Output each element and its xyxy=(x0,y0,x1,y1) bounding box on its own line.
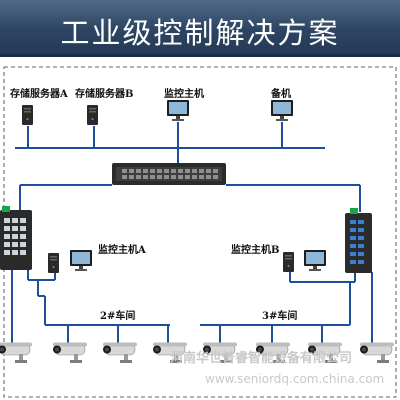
page-title: 工业级控制解决方案 xyxy=(60,16,340,50)
camera-icon xyxy=(52,342,88,364)
title-banner: 工业级控制解决方案 xyxy=(0,0,400,57)
monitor-host-label: 监控主机 xyxy=(164,87,204,100)
dashed-frame xyxy=(3,66,397,398)
storage-server-a-icon xyxy=(22,105,33,125)
watermark-company: 河南华世普睿智能设备有限公司 xyxy=(170,350,352,366)
storage-server-b-label: 存储服务器B xyxy=(75,87,133,100)
storage-server-a-label: 存储服务器A xyxy=(10,87,68,100)
monitor-host-b-label: 监控主机B xyxy=(231,243,279,256)
monitor-host-icon xyxy=(167,100,189,121)
left-industrial-switch-icon xyxy=(0,206,32,270)
core-switch-icon xyxy=(112,163,226,185)
monitor-host-a-label: 监控主机A xyxy=(98,243,146,256)
monitor-host-b-monitor-icon xyxy=(304,250,326,271)
monitor-host-a-monitor-icon xyxy=(70,250,92,271)
camera-icon xyxy=(102,342,138,364)
workshop-2-label: 2#车间 xyxy=(100,309,135,322)
backup-computer-icon xyxy=(271,100,293,121)
workshop-3-label: 3#车间 xyxy=(262,309,297,322)
monitor-host-a-tower-icon xyxy=(48,253,59,273)
right-industrial-switch-icon xyxy=(345,208,372,273)
camera-icon xyxy=(359,342,395,364)
backup-label: 备机 xyxy=(270,87,291,100)
monitor-host-b-tower-icon xyxy=(283,252,294,272)
watermark-url: www.seniordq.com.china.com xyxy=(205,372,384,386)
camera-icon xyxy=(0,342,33,364)
storage-server-b-icon xyxy=(87,105,98,125)
